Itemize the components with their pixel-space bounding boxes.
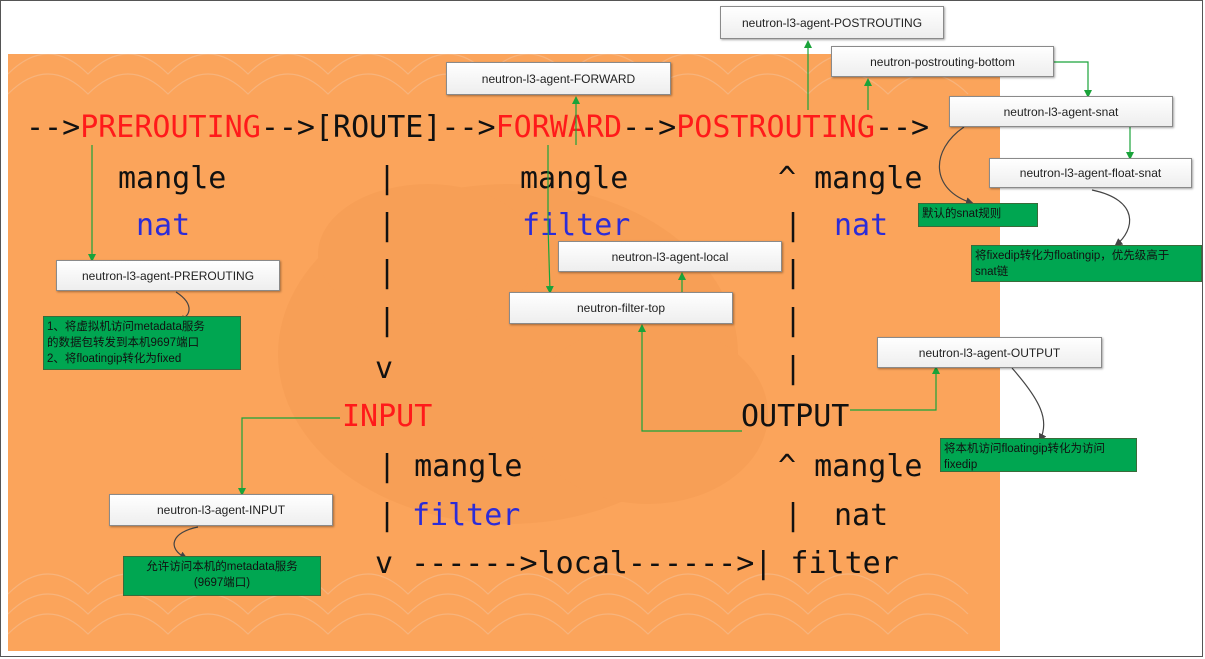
route-down-arrow: v <box>375 351 394 386</box>
connector-snat <box>1054 61 1092 98</box>
forward-mangle: mangle <box>520 161 629 196</box>
output-pipe-3: | <box>784 303 803 338</box>
box-filter-top: neutron-filter-top <box>509 292 733 324</box>
route-segment: -->[ROUTE]--> <box>260 110 496 145</box>
forward-label: FORWARD <box>495 110 623 145</box>
output-mangle-row: ^ mangle <box>778 449 923 484</box>
curve-float-snat-note <box>1091 189 1131 247</box>
prerouting-label: PREROUTING <box>80 110 261 145</box>
box-l3-agent-local: neutron-l3-agent-local <box>558 241 782 272</box>
connector-output-filter <box>638 324 742 432</box>
output-nat: nat <box>834 498 889 533</box>
note-prerouting: 1、将虚拟机访问metadata服务 的数据包转发到本机9697端口 2、将fl… <box>43 316 241 370</box>
curve-snat-note <box>938 126 974 206</box>
curve-input-note <box>173 526 199 559</box>
route-pipe-4: | <box>378 303 397 338</box>
curve-output-note <box>1011 367 1047 442</box>
connector-output <box>850 366 940 411</box>
input-pipe: | <box>378 498 397 533</box>
arrow-in: --> <box>26 110 81 145</box>
box-l3-agent-float-snat: neutron-l3-agent-float-snat <box>989 158 1192 188</box>
route-pipe-1: | <box>378 161 397 196</box>
prerouting-nat: nat <box>136 208 191 243</box>
input-label: INPUT <box>342 399 433 434</box>
postrouting-nat: nat <box>834 208 889 243</box>
arrow-out: --> <box>874 110 930 145</box>
postrouting-mangle: ^ mangle <box>778 161 923 196</box>
prerouting-mangle: mangle <box>118 161 227 196</box>
input-mangle-row: | mangle <box>378 449 523 484</box>
output-pipe-1: | <box>784 208 803 243</box>
ascii-row-1: -->PREROUTING-->[ROUTE]-->FORWARD-->POST… <box>26 113 929 143</box>
note-input: 允许访问本机的metadata服务 (9697端口) <box>123 556 321 596</box>
box-l3-agent-postrouting: neutron-l3-agent-POSTROUTING <box>720 6 944 39</box>
output-pipe-2: | <box>784 255 803 290</box>
note-fixedip-to-floatingip: 将fixedip转化为floatingip，优先级高于 snat链 <box>971 245 1202 282</box>
postrouting-label: POSTROUTING <box>676 110 875 145</box>
forward-filter: filter <box>522 208 631 243</box>
box-l3-agent-prerouting: neutron-l3-agent-PREROUTING <box>56 260 280 291</box>
box-l3-agent-snat: neutron-l3-agent-snat <box>949 96 1173 127</box>
route-pipe-3: | <box>378 255 397 290</box>
box-l3-agent-forward: neutron-l3-agent-FORWARD <box>446 62 671 95</box>
box-postrouting-bottom: neutron-postrouting-bottom <box>831 46 1054 77</box>
output-pipe-4: | <box>784 351 803 386</box>
output-pipe-5: | <box>784 498 803 533</box>
output-label: OUTPUT <box>741 399 850 434</box>
route-pipe-2: | <box>378 208 397 243</box>
arrow-mid: --> <box>622 110 677 145</box>
connector-forward-filter <box>545 145 554 294</box>
box-l3-agent-input: neutron-l3-agent-INPUT <box>109 494 333 526</box>
box-l3-agent-output: neutron-l3-agent-OUTPUT <box>877 337 1102 368</box>
connector-input <box>238 417 340 496</box>
local-row: v ------>local------>| filter <box>375 546 899 581</box>
note-local-floatingip: 将本机访问floatingip转化为访问 fixedip <box>940 438 1137 472</box>
input-filter: filter <box>412 498 521 533</box>
note-default-snat: 默认的snat规则 <box>918 203 1038 227</box>
